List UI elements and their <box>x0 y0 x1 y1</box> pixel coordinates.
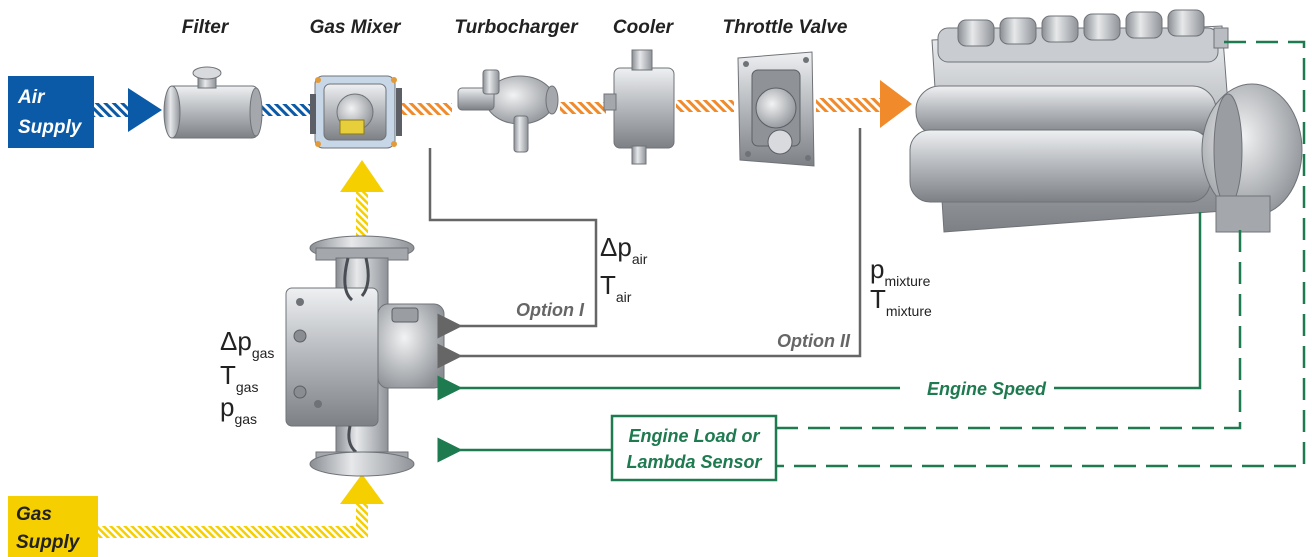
filter-label: Filter <box>182 17 230 38</box>
gas-flow <box>98 160 384 538</box>
gas-flow-hatch-to-mixer <box>356 192 368 238</box>
gas-mixer-label: Gas Mixer <box>310 17 402 38</box>
gas-flow-hatch-vertical <box>356 500 368 538</box>
gas-control-unit <box>285 287 379 427</box>
mixture-flow-mixer-to-turbo <box>402 103 452 115</box>
gas-pressure: pgas <box>220 392 257 427</box>
gas-flow-arrow-to-train <box>340 474 384 504</box>
gas-measurements: Δpgas Tgas pgas <box>220 326 274 427</box>
engine-load-dashed-line <box>776 230 1242 430</box>
option-i-line <box>428 148 598 339</box>
cooler-label: Cooler <box>613 17 675 38</box>
filter-icon <box>163 66 263 139</box>
air-temperature: Tair <box>600 270 632 305</box>
mixture-pressure: pmixture <box>870 254 931 289</box>
option-i-label: Option I <box>516 300 585 320</box>
lambda-sensor-dashed-line <box>776 40 1306 468</box>
gas-supply-box <box>8 496 98 557</box>
air-delta-p: Δpair <box>600 232 648 267</box>
gas-temperature: Tgas <box>220 360 258 395</box>
air-supply-label-line2: Supply <box>18 117 83 138</box>
cooler-icon <box>603 49 675 165</box>
engine-load-lambda-box <box>610 414 778 482</box>
turbocharger-label: Turbocharger <box>454 17 579 38</box>
gas-supply: Gas Supply <box>8 496 98 557</box>
engine-cylinder-heads <box>957 9 1205 47</box>
gas-train-icon <box>285 235 445 477</box>
mixture-flow-throttle-to-engine <box>816 98 880 112</box>
air-measurements: Δpair Tair <box>600 232 648 305</box>
throttle-valve-icon <box>737 51 815 167</box>
throttle-valve-label: Throttle Valve <box>723 17 848 38</box>
gas-flow-arrow-to-mixer <box>340 160 384 192</box>
gas-supply-label-line1: Gas <box>16 504 52 525</box>
mixture-flow-turbo-to-cooler <box>560 102 606 114</box>
air-flow-arrow <box>128 88 162 132</box>
option-ii-line <box>437 128 862 369</box>
mixture-flow-arrow <box>880 80 912 128</box>
gas-engine-icon <box>909 9 1303 233</box>
engine-load-label-line1: Engine Load or <box>628 426 760 446</box>
air-supply: Air Supply <box>8 76 162 148</box>
mixture-temperature: Tmixture <box>870 284 932 319</box>
air-supply-box <box>8 76 94 148</box>
gas-mixer-icon <box>310 75 402 149</box>
gas-supply-label-line2: Supply <box>16 532 81 553</box>
gas-delta-p: Δpgas <box>220 326 274 361</box>
option-ii-label: Option II <box>777 331 851 351</box>
mixture-flow-cooler-to-throttle <box>676 100 734 112</box>
air-flow-hatch <box>94 103 128 117</box>
engine-speed-label: Engine Speed <box>927 379 1047 399</box>
air-supply-label-line1: Air <box>17 87 46 108</box>
mixture-measurements: pmixture Tmixture <box>870 254 932 319</box>
engine-speed-line-right <box>1054 212 1202 390</box>
air-flow-filter-to-mixer <box>258 104 310 116</box>
engine-load-label-line2: Lambda Sensor <box>626 452 762 472</box>
gas-flow-hatch-horizontal <box>98 526 368 538</box>
turbocharger-icon <box>457 69 559 153</box>
